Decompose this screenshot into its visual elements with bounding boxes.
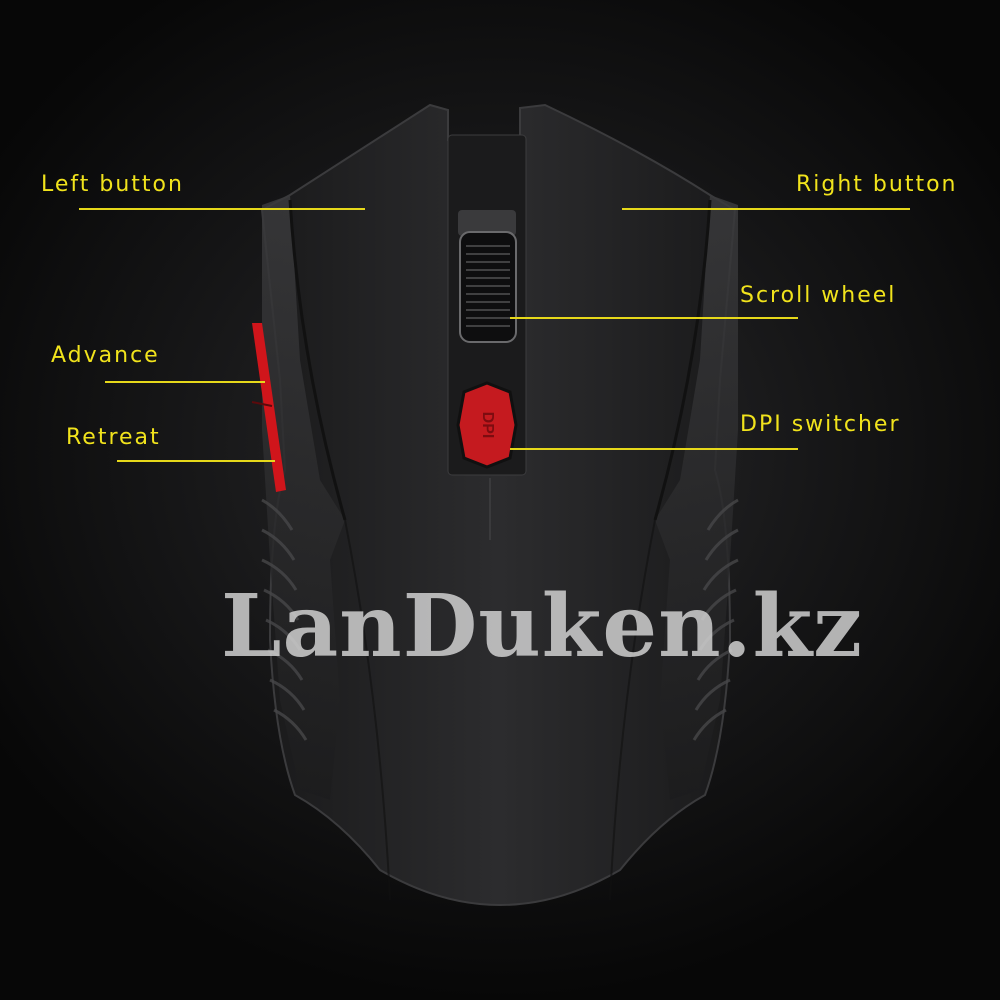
leader-line-retreat — [117, 460, 275, 462]
label-right-button: Right button — [796, 172, 958, 197]
label-retreat: Retreat — [66, 425, 161, 450]
svg-text:DPI: DPI — [479, 412, 496, 439]
scroll-wheel[interactable] — [459, 231, 517, 343]
label-dpi-switcher: DPI switcher — [740, 412, 901, 437]
leader-line-left-button — [79, 208, 365, 210]
leader-line-right-button — [622, 208, 910, 210]
label-left-button: Left button — [41, 172, 184, 197]
side-buttons[interactable] — [252, 323, 286, 492]
leader-line-scroll-wheel — [510, 317, 798, 319]
leader-line-dpi-switcher — [510, 448, 798, 450]
leader-line-advance — [105, 381, 265, 383]
dpi-button[interactable] — [456, 381, 518, 469]
label-scroll-wheel: Scroll wheel — [740, 283, 897, 308]
label-advance: Advance — [51, 343, 160, 368]
watermark: LanDuken.kz — [220, 576, 864, 677]
